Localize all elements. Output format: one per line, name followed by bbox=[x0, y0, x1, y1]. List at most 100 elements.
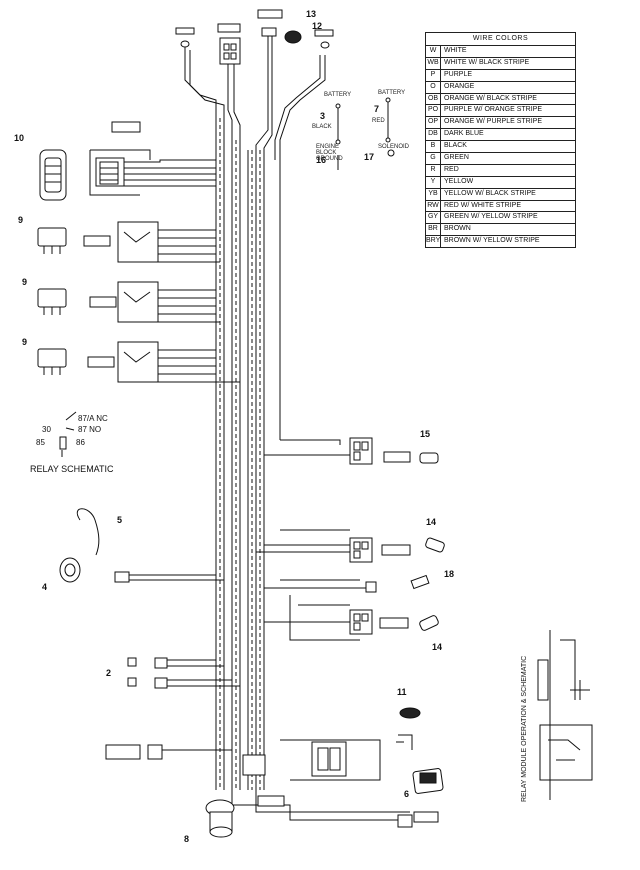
ring-terminal-right bbox=[314, 29, 334, 49]
legend-code: OP bbox=[426, 117, 441, 129]
legend-code: Y bbox=[426, 176, 441, 188]
main-harness-trunk bbox=[215, 118, 281, 790]
callout-2: 2 bbox=[106, 668, 112, 678]
relay-block-2 bbox=[37, 281, 220, 323]
relay-module-schematic bbox=[530, 628, 600, 800]
legend-color-name: BROWN bbox=[444, 225, 471, 233]
callout-14-bottom: 14 bbox=[432, 642, 443, 652]
legend-code: RW bbox=[426, 200, 441, 212]
legend-color-name: PURPLE bbox=[444, 70, 473, 78]
legend-color-name: YELLOW bbox=[444, 177, 474, 185]
callout-18: 18 bbox=[444, 569, 455, 579]
legend-color-name: ORANGE bbox=[444, 82, 475, 90]
callout-12: 12 bbox=[312, 21, 323, 31]
relay-block-3 bbox=[37, 341, 240, 383]
legend-code: O bbox=[426, 81, 441, 93]
relay-pin-87a: 87/A NC bbox=[78, 414, 108, 423]
label-box bbox=[111, 121, 141, 133]
relay-pin-87: 87 NO bbox=[78, 425, 102, 434]
legend-code: P bbox=[426, 69, 441, 81]
callout-9-b: 9 bbox=[22, 277, 28, 287]
relay-module-title: RELAY MODULE OPERATION & SCHEMATIC bbox=[521, 655, 528, 802]
callout-5: 5 bbox=[117, 515, 123, 525]
component-13-cap bbox=[284, 30, 302, 44]
legend-color-name: ORANGE W/ PURPLE STRIPE bbox=[444, 118, 543, 126]
callout-7: 7 bbox=[374, 104, 380, 114]
legend-code: GY bbox=[426, 212, 441, 224]
ring-terminal-left bbox=[175, 27, 195, 52]
label-red: RED bbox=[372, 118, 385, 124]
connector-12 bbox=[257, 9, 283, 37]
legend-color-name: WHITE bbox=[444, 47, 467, 54]
callout-13: 13 bbox=[306, 9, 317, 19]
legend-color-name: DARK BLUE bbox=[444, 130, 484, 138]
callout-11: 11 bbox=[397, 687, 407, 697]
branch-4-5 bbox=[59, 508, 224, 583]
legend-title: WIRE COLORS bbox=[426, 33, 575, 46]
label-engine-block-ground: ENGINE BLOCK GROUND bbox=[316, 144, 343, 162]
relay-pin-86: 86 bbox=[76, 438, 85, 447]
relay-pin-85: 85 bbox=[36, 438, 45, 447]
callout-16: 16 bbox=[316, 155, 327, 165]
battery-group bbox=[335, 97, 395, 170]
legend-color-name: RED bbox=[444, 165, 459, 173]
legend-color-name: RED W/ WHITE STRIPE bbox=[444, 201, 521, 209]
callout-9-a: 9 bbox=[18, 215, 24, 225]
branch-18 bbox=[264, 574, 430, 593]
legend-color-name: WHITE W/ BLACK STRIPE bbox=[444, 58, 530, 66]
legend-code: W bbox=[426, 46, 441, 57]
branch-14-bottom bbox=[264, 595, 439, 641]
callout-3: 3 bbox=[320, 111, 326, 121]
label-battery-right: BATTERY bbox=[378, 90, 406, 96]
callout-9-c: 9 bbox=[22, 337, 28, 347]
legend-color-name: GREEN W/ YELLOW STRIPE bbox=[444, 213, 538, 221]
legend-color-name: YELLOW W/ BLACK STRIPE bbox=[444, 189, 536, 197]
legend-code: B bbox=[426, 141, 441, 153]
legend-code: R bbox=[426, 164, 441, 176]
connector-top-center bbox=[217, 23, 241, 65]
relay-schematic-title: RELAY SCHEMATIC bbox=[30, 464, 114, 474]
callout-6: 6 bbox=[404, 789, 410, 799]
component-10-connector bbox=[39, 149, 216, 201]
legend-code: PO bbox=[426, 105, 441, 117]
callout-4: 4 bbox=[42, 582, 48, 592]
legend-color-name: BROWN W/ YELLOW STRIPE bbox=[444, 237, 540, 245]
label-battery-left: BATTERY bbox=[324, 92, 352, 98]
legend-code: DB bbox=[426, 129, 441, 141]
legend-color-name: BLACK bbox=[444, 142, 467, 150]
legend-code: BR bbox=[426, 224, 441, 236]
relay-block-1 bbox=[37, 221, 220, 263]
callout-15: 15 bbox=[420, 429, 431, 439]
legend-code: OB bbox=[426, 93, 441, 105]
legend-code: BRY bbox=[426, 236, 441, 248]
callout-17: 17 bbox=[364, 152, 375, 162]
callout-8: 8 bbox=[184, 834, 190, 844]
relay-pin-30: 30 bbox=[42, 425, 51, 434]
relay-schematic-symbol bbox=[59, 411, 77, 457]
callout-14-top: 14 bbox=[426, 517, 437, 527]
legend-code: YB bbox=[426, 188, 441, 200]
branch-2 bbox=[127, 657, 240, 689]
top-leads bbox=[184, 30, 326, 160]
label-solenoid: SOLENOID bbox=[378, 144, 410, 150]
legend-color-name: GREEN bbox=[444, 154, 469, 162]
